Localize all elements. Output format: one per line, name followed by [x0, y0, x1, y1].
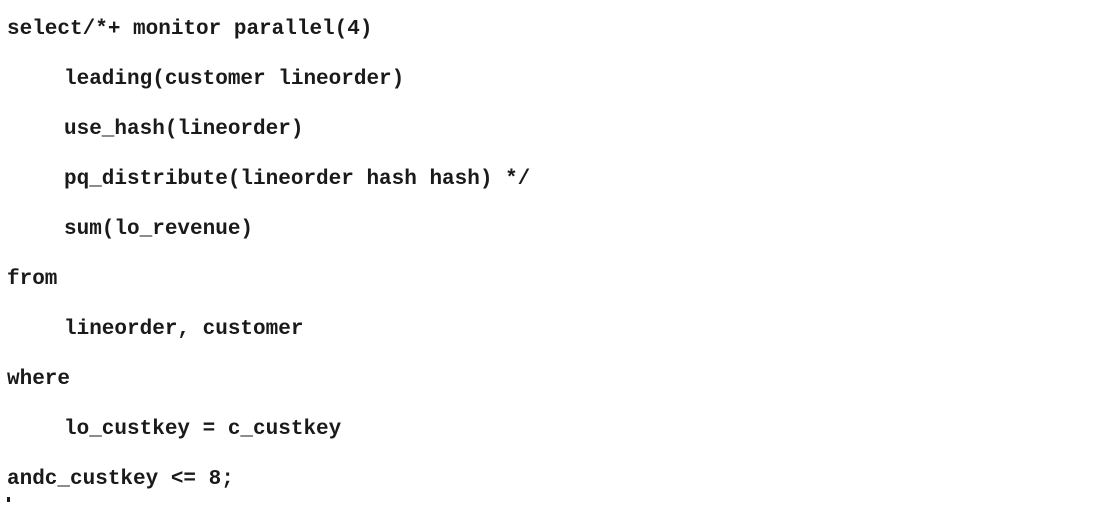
sql-code-block: select/*+ monitor parallel(4) leading(cu… [7, 0, 1097, 500]
code-line-from: from [7, 268, 58, 291]
code-line-select: select/*+ monitor parallel(4) [7, 18, 373, 41]
code-line-tables: lineorder, customer [64, 318, 304, 341]
code-line-filter-condition: andc_custkey <= 8; [7, 468, 234, 491]
code-line-join-condition: lo_custkey = c_custkey [64, 418, 342, 441]
truncated-next-line-glyph [7, 497, 10, 502]
code-line-leading-hint: leading(customer lineorder) [64, 68, 405, 91]
code-line-pq-distribute-hint: pq_distribute(lineorder hash hash) */ [64, 168, 531, 191]
code-line-use-hash-hint: use_hash(lineorder) [64, 118, 304, 141]
code-line-where: where [7, 368, 71, 391]
code-line-sum-column: sum(lo_revenue) [64, 218, 254, 241]
